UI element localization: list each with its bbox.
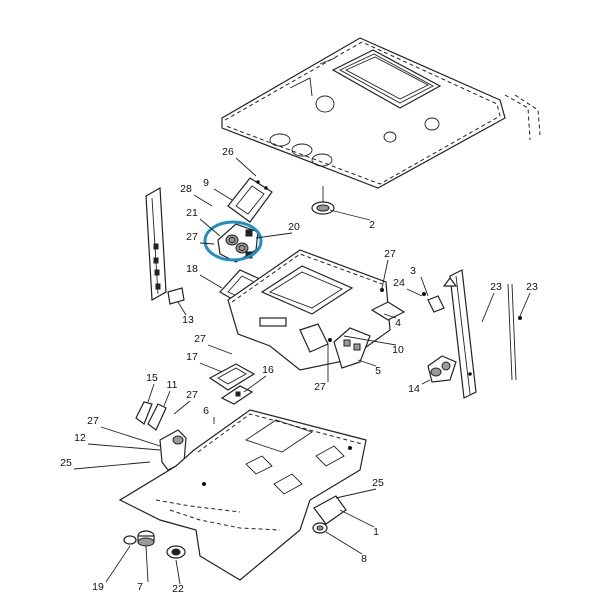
leader-line-c17 — [199, 362, 223, 373]
part-22-bushing — [166, 545, 186, 559]
part-8-bushing — [312, 522, 328, 534]
right-post-b — [507, 283, 522, 381]
callout-c28: 28 — [180, 183, 192, 195]
part-14-actuator — [427, 355, 457, 383]
leader-line-c16 — [243, 375, 267, 393]
part-1-plate — [313, 495, 347, 525]
leader-line-c7 — [145, 545, 149, 583]
part-3-switch — [422, 292, 445, 313]
callout-c7: 7 — [137, 581, 143, 593]
callout-c12: 12 — [74, 432, 86, 444]
callout-c19: 19 — [92, 581, 104, 593]
callout-c25a: 25 — [60, 457, 72, 469]
leader-line-c27b — [381, 259, 389, 289]
leader-line-c8 — [325, 531, 363, 555]
callout-c25b: 25 — [372, 477, 384, 489]
callout-c16: 16 — [262, 364, 274, 376]
part-2-grommet — [311, 186, 335, 215]
leader-line-c28 — [193, 194, 213, 207]
callout-c4: 4 — [395, 317, 401, 329]
leader-line-c27a — [199, 242, 215, 245]
part-7-mount — [137, 530, 155, 547]
left-post — [145, 186, 185, 305]
callout-c6: 6 — [203, 405, 209, 417]
callout-c1: 1 — [373, 526, 379, 538]
leader-line-c27d — [207, 344, 233, 355]
callout-c22: 22 — [172, 583, 184, 595]
part-5-gauge — [333, 327, 371, 369]
part-15-bracket — [135, 401, 167, 431]
leader-line-c23a — [481, 292, 495, 323]
callout-c20: 20 — [288, 221, 300, 233]
callout-c2: 2 — [369, 219, 375, 231]
leader-line-c15 — [147, 383, 155, 403]
callout-c3: 3 — [410, 265, 416, 277]
callout-c11: 11 — [167, 379, 178, 391]
callout-c27d: 27 — [194, 333, 206, 345]
leader-line-c2 — [329, 209, 371, 221]
callout-c5: 5 — [375, 365, 381, 377]
callout-c9: 9 — [203, 177, 209, 189]
mid-panel — [227, 249, 391, 371]
leader-line-c22 — [175, 559, 181, 585]
roof-panel — [221, 37, 541, 189]
callout-c26: 26 — [222, 146, 234, 158]
callout-c15: 15 — [146, 372, 158, 384]
callout-c18: 18 — [186, 263, 198, 275]
leader-line-c25b — [335, 488, 377, 499]
callout-c17: 17 — [186, 351, 198, 363]
leader-line-c19 — [105, 545, 131, 583]
callout-c23a: 23 — [490, 281, 502, 293]
leader-line-c4 — [383, 313, 397, 319]
callout-c27a: 27 — [186, 231, 198, 243]
leader-line-c3 — [420, 276, 429, 297]
highlight-circle — [203, 220, 263, 262]
callout-c8: 8 — [361, 553, 367, 565]
callout-c23b: 23 — [526, 281, 538, 293]
part-19-cap — [123, 535, 137, 545]
right-post-a — [442, 269, 477, 399]
leader-line-c10 — [343, 335, 397, 346]
callout-c27f: 27 — [87, 415, 99, 427]
leader-line-c27e — [173, 400, 191, 415]
leader-line-c11 — [163, 390, 171, 407]
callout-c10: 10 — [392, 344, 404, 356]
callout-c27b: 27 — [384, 248, 396, 260]
part-16-bracket — [220, 385, 254, 405]
callout-c24: 24 — [393, 277, 405, 289]
part-17-plate — [208, 363, 256, 391]
callout-c21: 21 — [186, 207, 198, 219]
leader-line-c1 — [339, 509, 375, 528]
leader-line-c25a — [73, 461, 151, 470]
leader-line-c13 — [177, 301, 187, 316]
leader-line-c27f — [100, 426, 161, 447]
leader-line-c24 — [406, 288, 423, 297]
leader-line-c12 — [87, 443, 161, 451]
leader-lines — [73, 157, 531, 585]
part-4-plate — [370, 301, 406, 321]
callout-c27c: 27 — [314, 381, 326, 393]
leader-line-c14 — [421, 379, 431, 385]
callout-c13: 13 — [182, 314, 194, 326]
part-21-switch-module — [217, 223, 259, 263]
leader-line-c26 — [235, 157, 257, 177]
leader-line-c9 — [213, 188, 233, 201]
leader-line-c23b — [519, 292, 531, 317]
part-12-bracket — [159, 429, 187, 471]
part-9-bracket — [227, 177, 273, 223]
leader-line-c5 — [357, 359, 377, 367]
leader-line-c20 — [255, 232, 293, 239]
callout-c27e: 27 — [186, 389, 198, 401]
leader-line-c18 — [199, 274, 223, 289]
floor-panel — [118, 409, 367, 581]
leader-line-c21 — [199, 218, 221, 237]
callout-c14: 14 — [408, 383, 420, 395]
